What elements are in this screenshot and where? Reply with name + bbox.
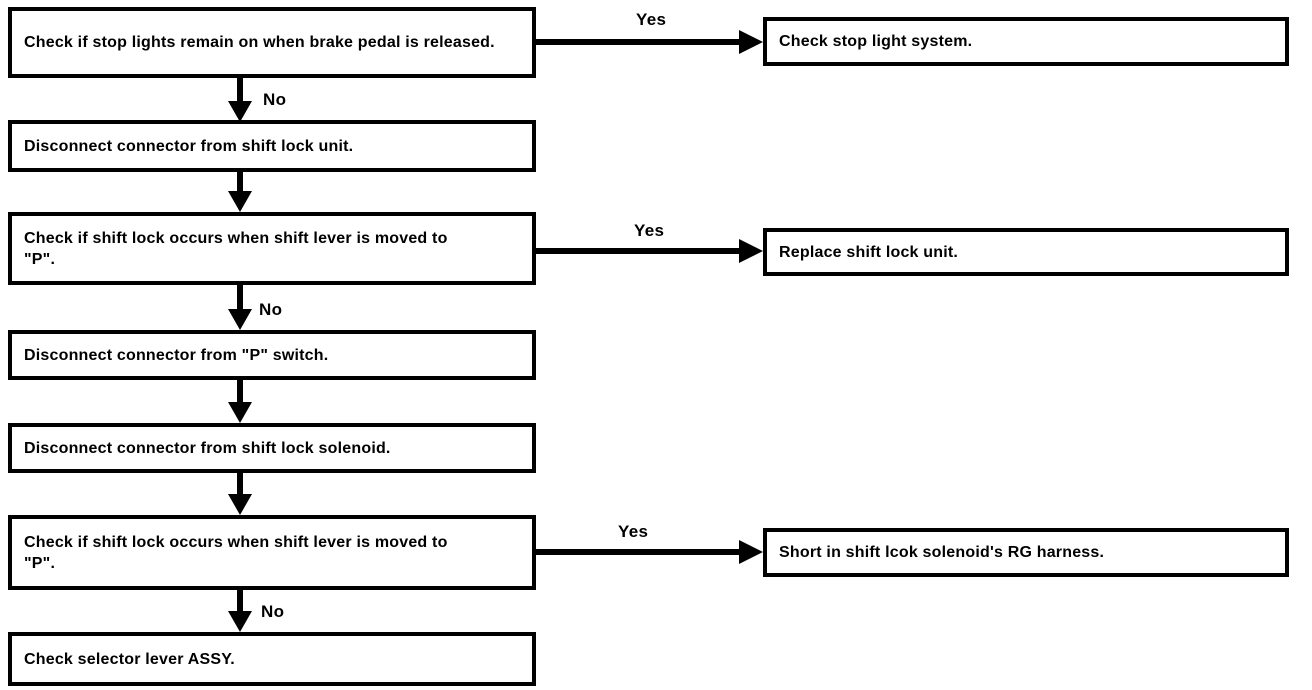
arrow-down-shaft-4 [237,380,243,405]
flow-result-short-in-harness: Short in shift lcok solenoid's RG harnes… [763,528,1289,577]
arrow-down-shaft-5 [237,473,243,497]
flow-step-text: Disconnect connector from shift lock uni… [24,137,354,155]
flow-step-check-shift-lock-2: Check if shift lock occurs when shift le… [8,515,536,590]
flow-step-check-selector-lever: Check selector lever ASSY. [8,632,536,686]
arrow-down-shaft-3 [237,285,243,312]
flow-step-disconnect-shift-lock-unit: Disconnect connector from shift lock uni… [8,120,536,172]
arrow-down-head-5 [228,494,252,515]
flow-step-check-shift-lock-1: Check if shift lock occurs when shift le… [8,212,536,285]
no-label-2: No [259,300,283,319]
flow-step-text: Disconnect connector from shift lock sol… [24,439,391,457]
arrow-right-head-1 [739,30,763,54]
flow-result-replace-shift-lock-unit: Replace shift lock unit. [763,228,1289,276]
no-label-1: No [263,90,287,109]
arrow-right-shaft-3 [536,549,741,555]
flow-result-text: Replace shift lock unit. [779,243,959,261]
arrow-down-head-6 [228,611,252,632]
arrow-down-shaft-2 [237,172,243,194]
yes-label-2: Yes [634,221,665,240]
arrow-right-shaft-2 [536,248,741,254]
yes-label-3: Yes [618,522,649,541]
arrow-down-head-1 [228,101,252,122]
flow-result-text: Check stop light system. [779,33,973,50]
arrow-down-head-2 [228,191,252,212]
flow-result-text: Short in shift lcok solenoid's RG harnes… [779,544,1105,561]
no-label-3: No [261,602,285,621]
flow-step-text: Check if shift lock occurs when shift le… [24,229,448,268]
flow-step-disconnect-solenoid: Disconnect connector from shift lock sol… [8,423,536,473]
yes-label-1: Yes [636,10,667,29]
flow-result-check-stop-light-system: Check stop light system. [763,17,1289,66]
arrow-down-head-3 [228,309,252,330]
arrow-right-shaft-1 [536,39,741,45]
flow-step-text: Disconnect connector from "P" switch. [24,346,329,364]
arrow-down-shaft-1 [237,78,243,104]
arrow-right-head-3 [739,540,763,564]
flow-step-text: Check if shift lock occurs when shift le… [24,533,448,572]
arrow-down-shaft-6 [237,590,243,614]
arrow-down-head-4 [228,402,252,423]
arrow-right-head-2 [739,239,763,263]
flow-step-text: Check selector lever ASSY. [24,650,235,668]
flow-step-disconnect-p-switch: Disconnect connector from "P" switch. [8,330,536,380]
flow-step-text: Check if stop lights remain on when brak… [24,34,495,51]
flow-step-check-stop-lights: Check if stop lights remain on when brak… [8,7,536,78]
